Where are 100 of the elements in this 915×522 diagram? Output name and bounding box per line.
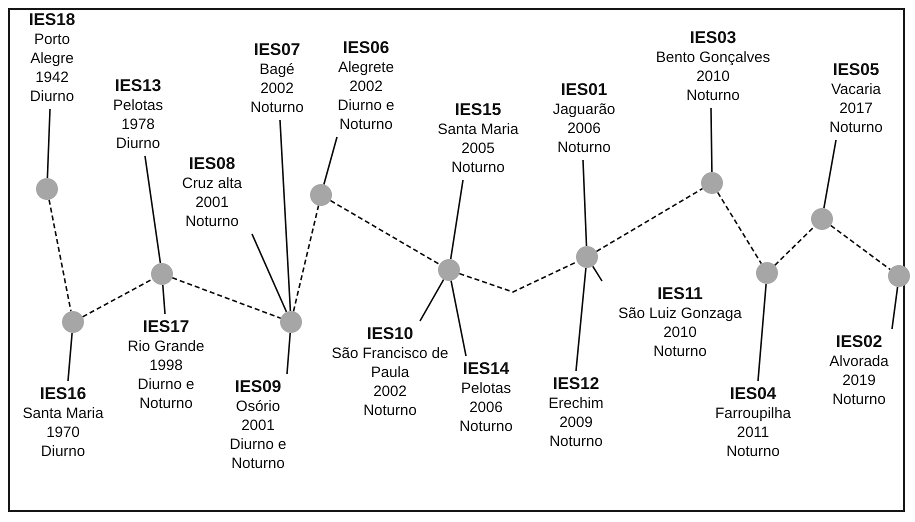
dashed-connector: [830, 224, 891, 270]
institution-code: IES15: [454, 100, 502, 119]
institution-detail: São Luiz Gonzaga: [618, 305, 742, 322]
institution-detail: 1970: [46, 424, 80, 441]
timeline-dot: [62, 311, 84, 333]
leader-line: [67, 332, 73, 382]
institution-detail: Noturno: [185, 213, 239, 230]
institution-detail: 1998: [149, 357, 183, 374]
institution-detail: 2006: [567, 120, 601, 137]
institution-detail: Noturno: [459, 418, 513, 435]
institution-code: IES13: [114, 76, 162, 95]
institution-detail: Noturno: [557, 139, 611, 156]
leader-line: [582, 160, 588, 246]
institution-detail: 2002: [260, 80, 294, 97]
leader-line: [144, 156, 162, 264]
institution-detail: Diurno e Noturno: [138, 376, 194, 412]
institution-detail: 2017: [839, 100, 873, 117]
institution-detail: 1978: [121, 116, 155, 133]
dashed-connector: [717, 192, 762, 264]
institution-detail: 2001: [195, 194, 229, 211]
institution-detail: 2019: [842, 372, 876, 389]
institution-detail: Noturno: [451, 159, 505, 176]
institution-code: IES03: [690, 28, 736, 47]
dashed-connector: [596, 188, 703, 252]
institution-code: IES05: [832, 60, 880, 79]
leader-line: [450, 180, 464, 260]
institution-detail: 2005: [461, 140, 495, 157]
leader-line: [286, 332, 291, 374]
institution-code: IES09: [234, 377, 282, 396]
institution-code: IES04: [730, 384, 776, 403]
institution-detail: Diurno: [116, 135, 160, 152]
leader-line: [823, 140, 837, 208]
timeline-dot: [576, 246, 598, 268]
timeline-dot: [701, 172, 723, 194]
institution-detail: Noturno: [832, 391, 886, 408]
institution-detail: Diurno e Noturno: [338, 97, 394, 133]
institution-code: IES17: [142, 317, 190, 336]
leader-line: [162, 284, 166, 314]
dashed-connector: [774, 226, 815, 266]
leader-line: [710, 108, 713, 172]
timeline-dot: [280, 311, 302, 333]
institution-code: IES18: [28, 10, 76, 29]
institution-code: IES08: [188, 154, 236, 173]
institution-detail: 2001: [241, 417, 275, 434]
institution-detail: Farroupilha: [715, 405, 791, 422]
institution-detail: Noturno: [549, 433, 603, 450]
leader-line: [592, 266, 603, 282]
institution-detail: Noturno: [829, 119, 883, 136]
dashed-connector: [330, 200, 440, 266]
institution-detail: Alegrete: [338, 59, 394, 76]
institution-detail: Noturno: [686, 87, 740, 104]
timeline-dot: [888, 265, 910, 287]
institution-detail: 2010: [696, 68, 730, 85]
dashed-connector: [48, 200, 72, 312]
leader-line: [891, 286, 898, 330]
institution-code: IES11: [657, 284, 703, 303]
institution-detail: 2009: [559, 414, 593, 431]
timeline-dot: [438, 259, 460, 281]
leader-line: [450, 280, 467, 356]
institution-code: IES16: [40, 384, 86, 403]
leader-line: [279, 120, 292, 312]
institution-detail: Bagé: [259, 61, 295, 78]
institution-code: IES02: [836, 332, 882, 351]
leader-line: [757, 284, 767, 382]
timeline-dot: [151, 263, 173, 285]
institution-detail: Cruz alta: [182, 175, 242, 192]
timeline-dot: [36, 178, 58, 200]
institution-detail: Diurno: [40, 443, 86, 460]
dashed-connector: [82, 278, 153, 318]
institution-detail: Jaguarão: [552, 101, 616, 118]
institution-detail: Noturno: [653, 343, 707, 360]
institution-detail: Pelotas: [460, 380, 512, 397]
institution-detail: Erechim: [548, 395, 604, 412]
institution-detail: Porto Alegre: [30, 31, 74, 67]
dashed-connector: [459, 260, 578, 293]
leader-line: [251, 234, 288, 312]
institution-detail: 2011: [736, 424, 770, 441]
institution-detail: 2010: [663, 324, 697, 341]
institution-detail: Alvorada: [829, 353, 889, 370]
institution-code: IES10: [366, 324, 414, 343]
institution-detail: Osório: [236, 398, 280, 415]
institution-detail: 2002: [373, 383, 407, 400]
institution-detail: São Francisco de Paula: [332, 345, 448, 381]
institution-code: IES12: [552, 374, 600, 393]
institution-code: IES06: [342, 38, 390, 57]
institution-code: IES07: [254, 40, 300, 59]
institution-detail: Diurno e Noturno: [230, 436, 286, 472]
institution-detail: 2006: [469, 399, 503, 416]
institution-detail: Noturno: [726, 443, 780, 460]
dashed-connector: [292, 206, 320, 312]
institution-code: IES14: [462, 359, 510, 378]
institution-detail: Noturno: [250, 99, 304, 116]
institution-detail: Pelotas: [112, 97, 164, 114]
timeline-dot: [811, 208, 833, 230]
leader-line: [575, 268, 587, 372]
leader-line: [46, 108, 51, 178]
timeline-dot: [756, 262, 778, 284]
dashed-connector: [172, 277, 281, 319]
leader-line: [419, 279, 444, 322]
institution-detail: Bento Gonçalves: [656, 49, 770, 66]
